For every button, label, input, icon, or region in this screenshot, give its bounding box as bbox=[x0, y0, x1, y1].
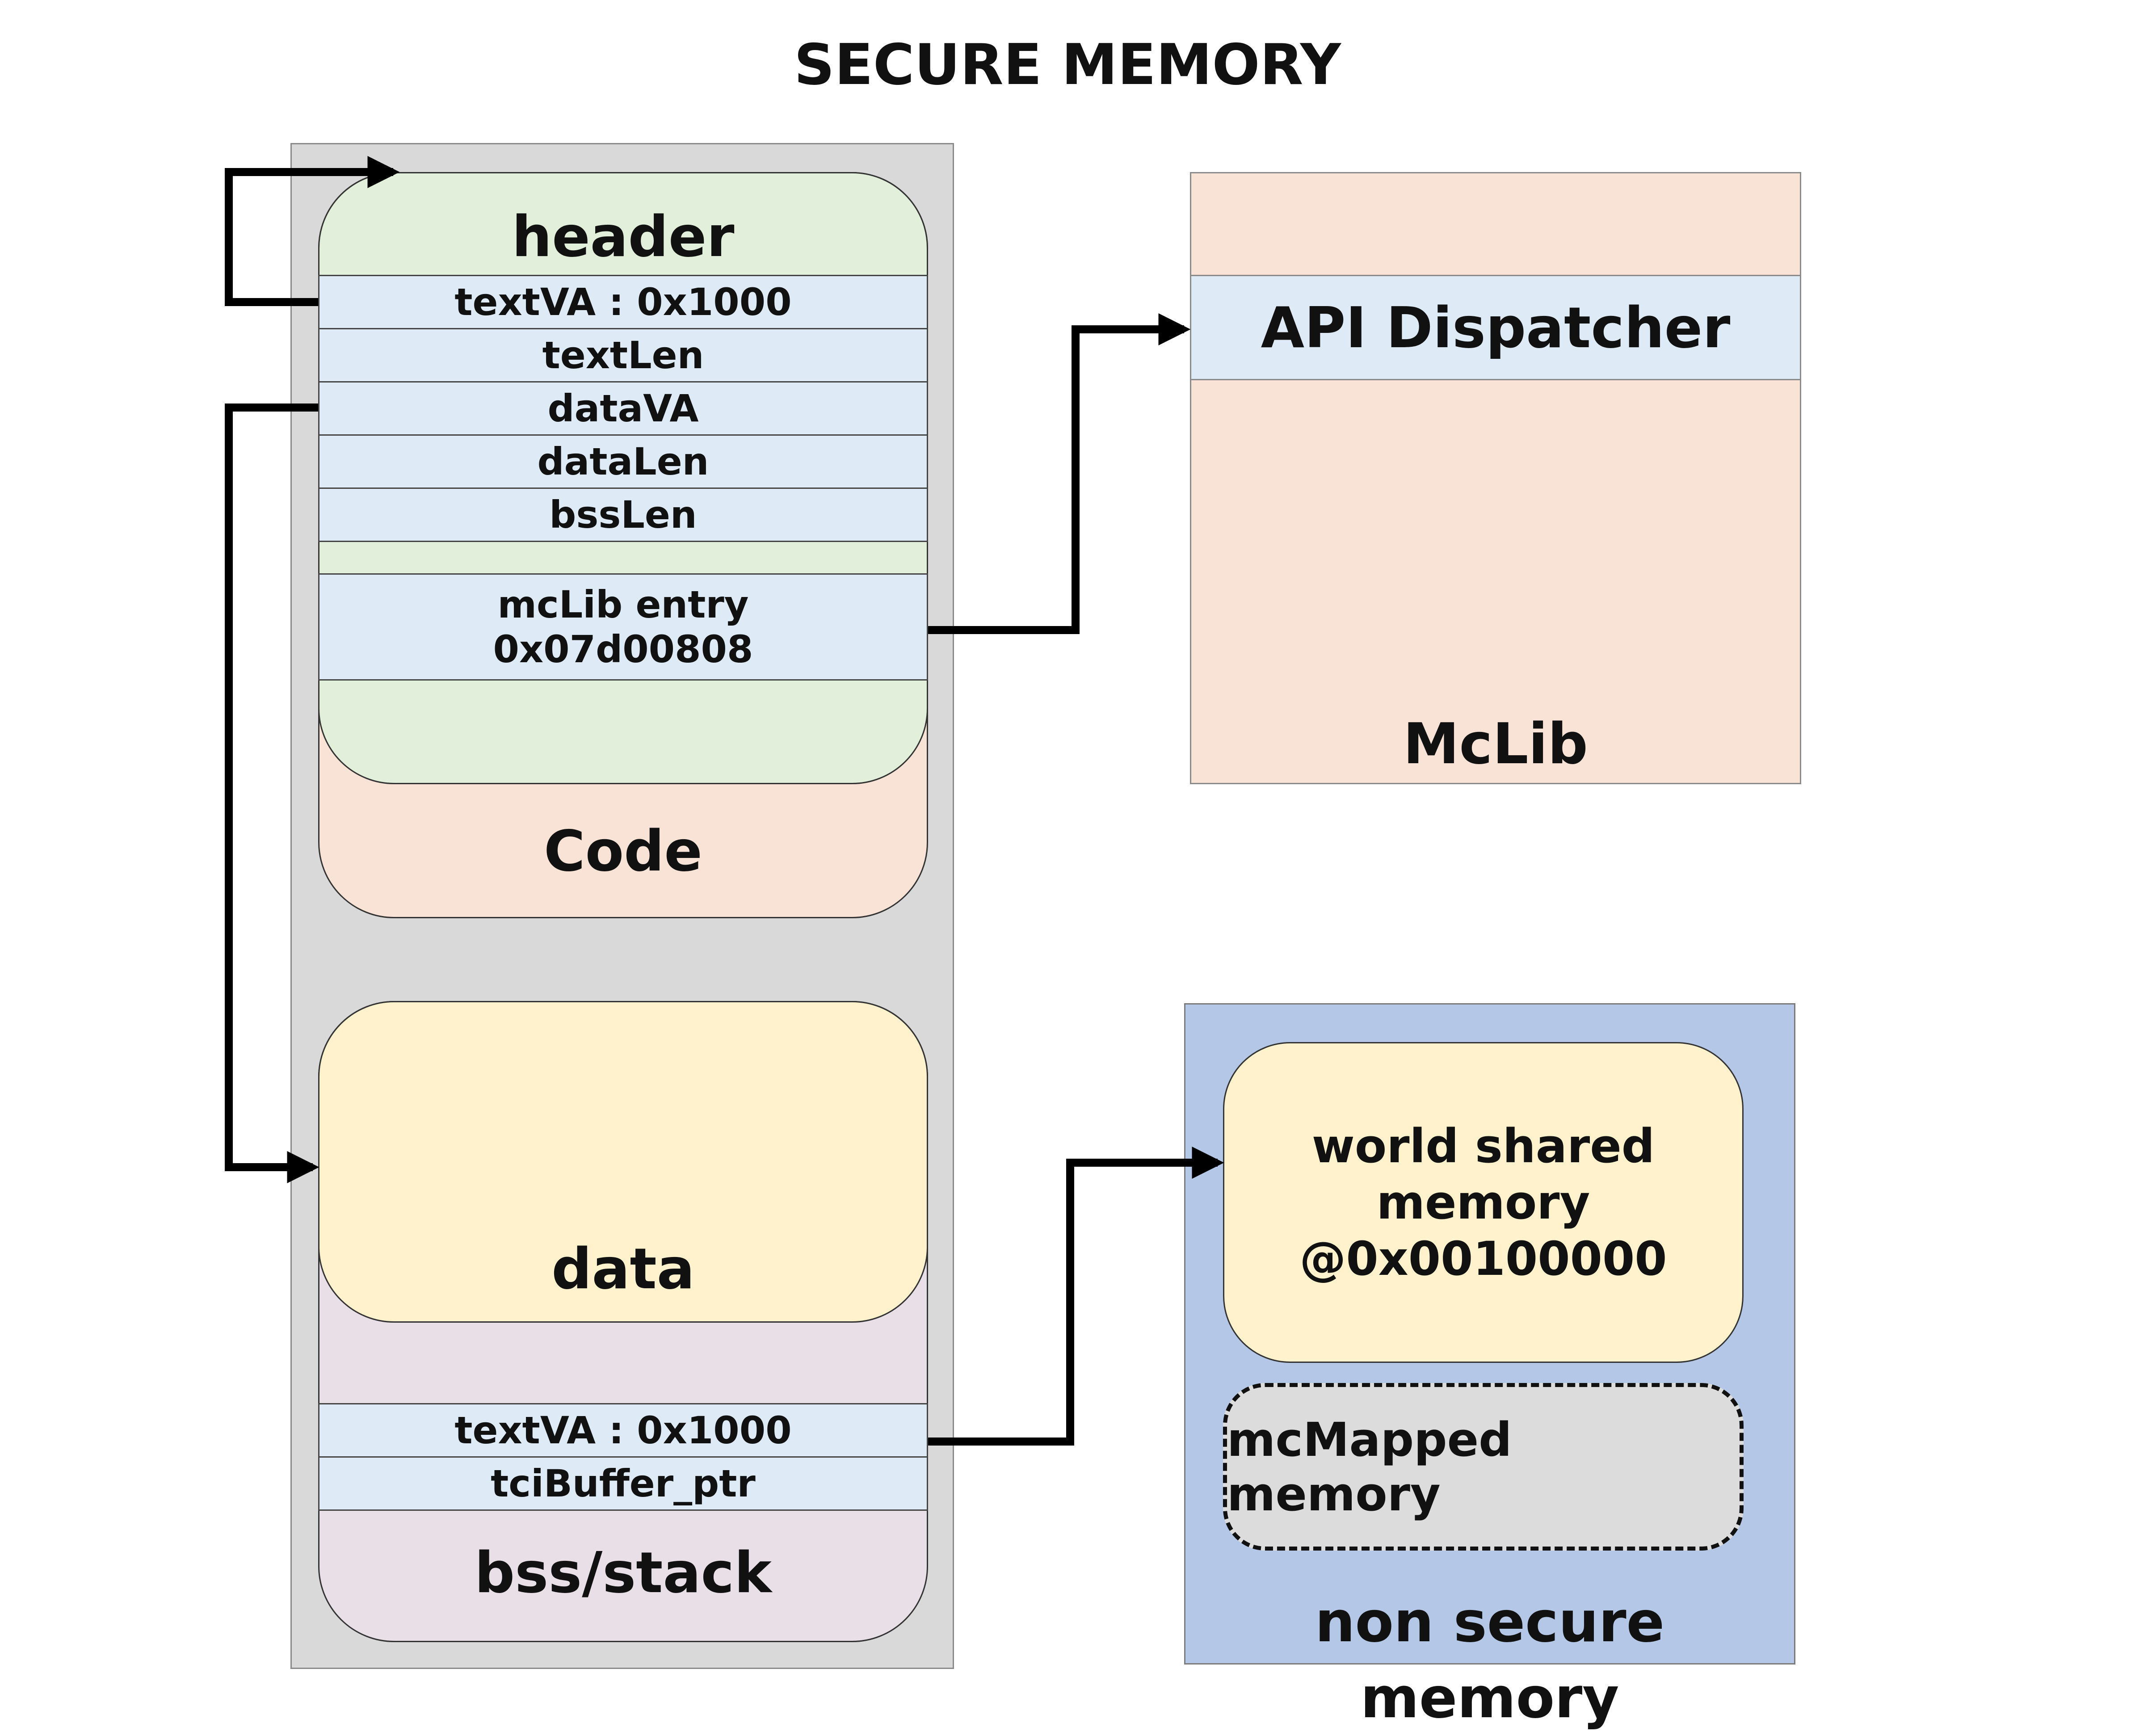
mclib-entry-to-api-dispatcher-arrow bbox=[928, 313, 1191, 634]
data-region bbox=[318, 1001, 928, 1323]
mclib-entry-label: mcLib entry bbox=[497, 583, 749, 626]
datava-to-data-arrow bbox=[225, 404, 319, 1183]
mclib-label: McLib bbox=[1403, 711, 1588, 777]
mclib-entry-address: 0x07d00808 bbox=[493, 627, 753, 671]
mclib-region bbox=[1190, 172, 1801, 784]
diagram-title: SECURE MEMORY bbox=[794, 32, 1341, 97]
data-label: data bbox=[551, 1236, 695, 1302]
tci-buffer-to-shared-memory-arrow bbox=[928, 1147, 1224, 1446]
api-dispatcher-row: API Dispatcher bbox=[1190, 275, 1801, 380]
world-shared-memory: world shared memory @0x00100000 bbox=[1223, 1042, 1744, 1363]
bss-stack-label: bss/stack bbox=[475, 1540, 772, 1606]
code-label: Code bbox=[544, 818, 702, 884]
mcmapped-memory: mcMapped memory bbox=[1223, 1383, 1744, 1551]
header-label: header bbox=[512, 204, 735, 269]
header-row-bsslen: bssLen bbox=[318, 488, 928, 542]
textva-self-arrow bbox=[225, 156, 400, 306]
header-row-datava: dataVA bbox=[318, 381, 928, 436]
bss-row-textva: textVA : 0x1000 bbox=[318, 1403, 928, 1458]
mclib-entry-row: mcLib entry 0x07d00808 bbox=[318, 573, 928, 681]
bss-row-tcibuffer: tciBuffer_ptr bbox=[318, 1456, 928, 1511]
